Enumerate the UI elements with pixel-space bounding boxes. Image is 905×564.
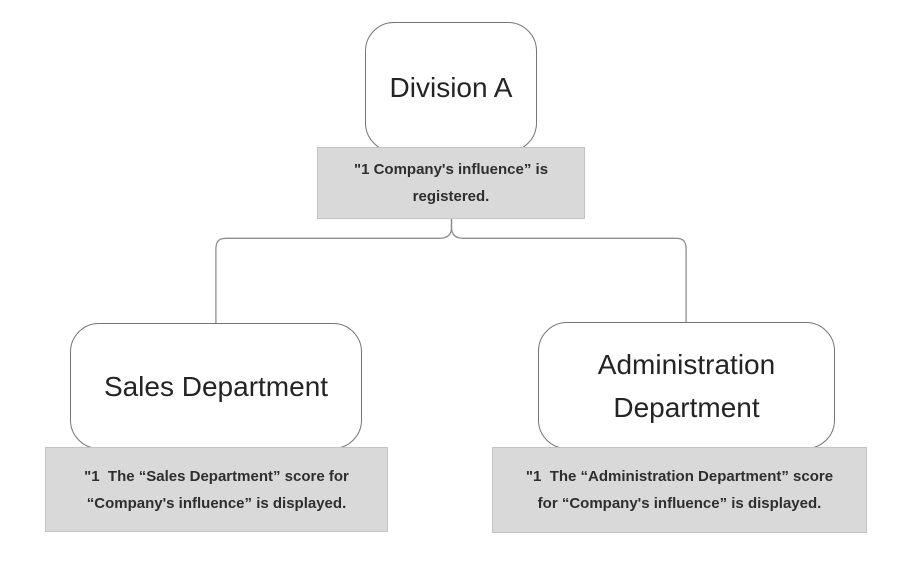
note-division-a-line1: "1 Company's influence” is xyxy=(353,161,549,178)
note-sales-department-line1: "1 The “Sales Department” score for xyxy=(84,467,349,485)
note-division-a: "1 Company's influence” is registered. xyxy=(317,147,585,219)
node-sales-department-label: Sales Department xyxy=(103,370,329,402)
note-sales-department: "1 The “Sales Department” score for “Com… xyxy=(45,447,388,532)
node-sales-department: Sales Department xyxy=(70,323,362,449)
node-administration-department-label-line2: Department xyxy=(613,391,760,423)
note-administration-department-line2: for “Company's influence” is displayed. xyxy=(537,495,822,512)
note-division-a-line2: registered. xyxy=(412,188,490,205)
note-administration-department: "1 The “Administration Department” score… xyxy=(492,447,867,533)
node-division-a: Division A xyxy=(365,22,537,152)
note-sales-department-line2: “Company's influence” is displayed. xyxy=(86,494,347,512)
node-administration-department: Administration Department xyxy=(538,322,835,449)
node-administration-department-label-line1: Administration xyxy=(597,348,776,380)
connector-left-branch xyxy=(215,216,453,330)
note-administration-department-line1: "1 The “Administration Department” score xyxy=(525,468,834,485)
node-division-a-label: Division A xyxy=(389,71,513,103)
connector-right-branch xyxy=(450,216,687,330)
